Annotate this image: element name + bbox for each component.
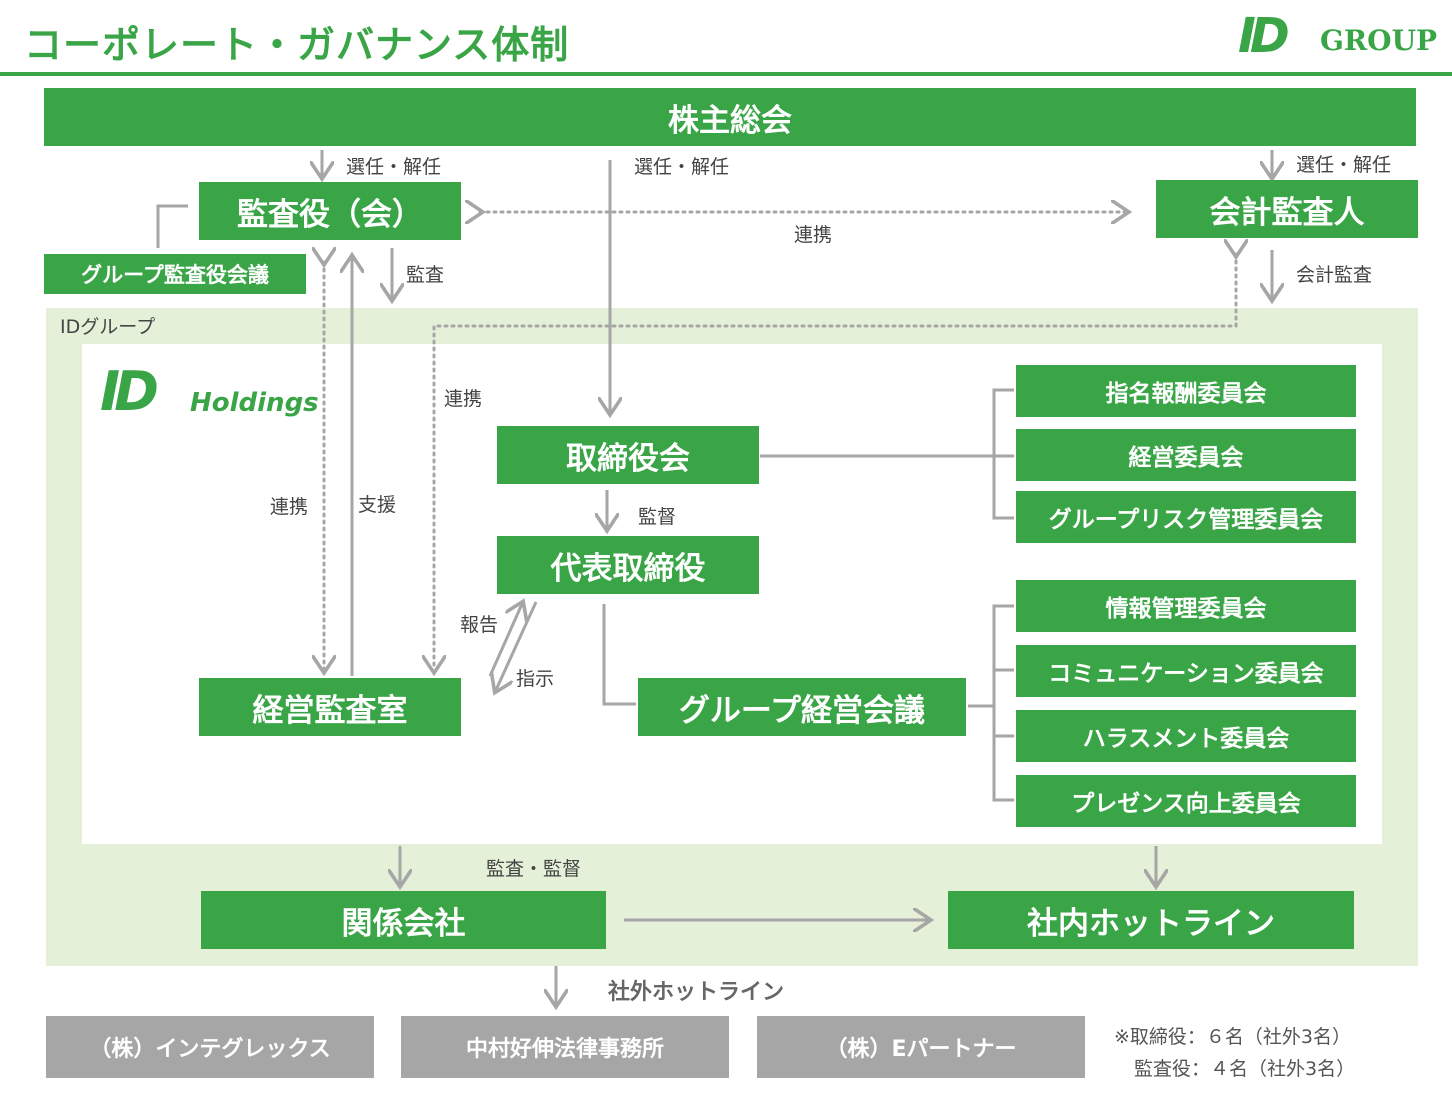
label-elect-dismiss-right: 選任・解任 (1296, 154, 1392, 176)
committee-presence: プレゼンス向上委員会 (1016, 775, 1356, 827)
label-support: 支援 (358, 494, 397, 516)
group-auditor-meeting-label: グループ監査役会議 (81, 263, 269, 287)
committee-communication: コミュニケーション委員会 (1016, 645, 1356, 697)
committee-nomination-remuneration: 指名報酬委員会 (1016, 365, 1356, 417)
internal-hotline-label: 社内ホットライン (1027, 905, 1275, 942)
audit-board-label: 監査役（会） (237, 196, 423, 233)
committee-label: 情報管理委員会 (1105, 596, 1267, 622)
line-group-auditor-meeting (156, 204, 188, 248)
bracket-mgmt-committees (992, 604, 1014, 802)
label-supervision: 監督 (638, 506, 677, 528)
label-accounting-audit: 会計監査 (1296, 264, 1373, 286)
external-hotline-law-office: 中村好伸法律事務所 (401, 1016, 729, 1078)
committee-group-risk: グループリスク管理委員会 (1016, 491, 1356, 543)
note-auditors: 監査役：４名（社外3名） (1134, 1058, 1356, 1080)
representative-director-label: 代表取締役 (550, 550, 706, 587)
committee-harassment: ハラスメント委員会 (1016, 710, 1356, 762)
id-group-label: IDグループ (60, 316, 156, 338)
external-hotline-integrex: （株）インテグレックス (46, 1016, 374, 1078)
internal-hotline-box: 社内ホットライン (948, 891, 1354, 949)
external-hotline-label: 中村好伸法律事務所 (465, 1037, 664, 1062)
committee-management: 経営委員会 (1016, 429, 1356, 481)
committee-label: 経営委員会 (1128, 445, 1244, 471)
audit-board-box: 監査役（会） (199, 182, 461, 240)
label-elect-dismiss-center: 選任・解任 (634, 156, 730, 178)
label-report: 報告 (460, 614, 499, 636)
external-hotline-label: （株）インテグレックス (89, 1037, 331, 1062)
group-auditor-meeting-box: グループ監査役会議 (44, 254, 306, 294)
line-rep-to-group-mgmt (602, 604, 636, 706)
label-audit-supervision: 監査・監督 (486, 858, 582, 880)
accounting-auditor-label: 会計監査人 (1209, 194, 1365, 231)
id-holdings-logo-mark: ID (100, 360, 159, 423)
id-holdings-logo-text: Holdings (190, 388, 319, 418)
affiliated-companies-box: 関係会社 (201, 891, 606, 949)
shareholders-meeting-label: 株主総会 (668, 102, 792, 139)
board-of-directors-label: 取締役会 (566, 440, 690, 477)
label-external-hotline: 社外ホットライン (608, 980, 785, 1005)
committee-label: 指名報酬委員会 (1105, 381, 1267, 407)
dotted-cooperation-mid (434, 254, 1236, 670)
id-group-logo-text: GROUP (1320, 24, 1438, 57)
label-cooperation-left: 連携 (270, 496, 309, 518)
group-management-meeting-box: グループ経営会議 (638, 678, 966, 736)
committee-label: プレゼンス向上委員会 (1071, 791, 1301, 817)
affiliated-companies-label: 関係会社 (341, 905, 466, 942)
label-elect-dismiss-left: 選任・解任 (346, 156, 442, 178)
page-title: コーポレート・ガバナンス体制 (24, 23, 570, 67)
external-hotline-e-partner: （株）Eパートナー (757, 1016, 1085, 1078)
group-management-meeting-label: グループ経営会議 (678, 692, 926, 729)
representative-director-box: 代表取締役 (497, 536, 759, 594)
label-audit: 監査 (406, 264, 445, 286)
title-underline (0, 72, 1452, 76)
shareholders-meeting-box: 株主総会 (44, 88, 1416, 146)
bracket-board-committees (992, 388, 1014, 520)
committee-label: コミュニケーション委員会 (1048, 661, 1324, 687)
label-instruction: 指示 (516, 668, 555, 690)
internal-audit-office-box: 経営監査室 (199, 678, 461, 736)
label-cooperation-mid: 連携 (444, 388, 483, 410)
external-hotline-label: （株）Eパートナー (825, 1037, 1017, 1062)
internal-audit-office-label: 経営監査室 (252, 692, 408, 729)
committee-label: ハラスメント委員会 (1082, 726, 1290, 752)
board-of-directors-box: 取締役会 (497, 426, 759, 484)
accounting-auditor-box: 会計監査人 (1156, 180, 1418, 238)
id-group-logo-mark: ID (1238, 8, 1290, 64)
committee-information-management: 情報管理委員会 (1016, 580, 1356, 632)
committee-label: グループリスク管理委員会 (1048, 507, 1324, 533)
label-cooperation-top: 連携 (794, 224, 833, 246)
note-directors: ※取締役：６名（社外3名） (1114, 1026, 1352, 1048)
